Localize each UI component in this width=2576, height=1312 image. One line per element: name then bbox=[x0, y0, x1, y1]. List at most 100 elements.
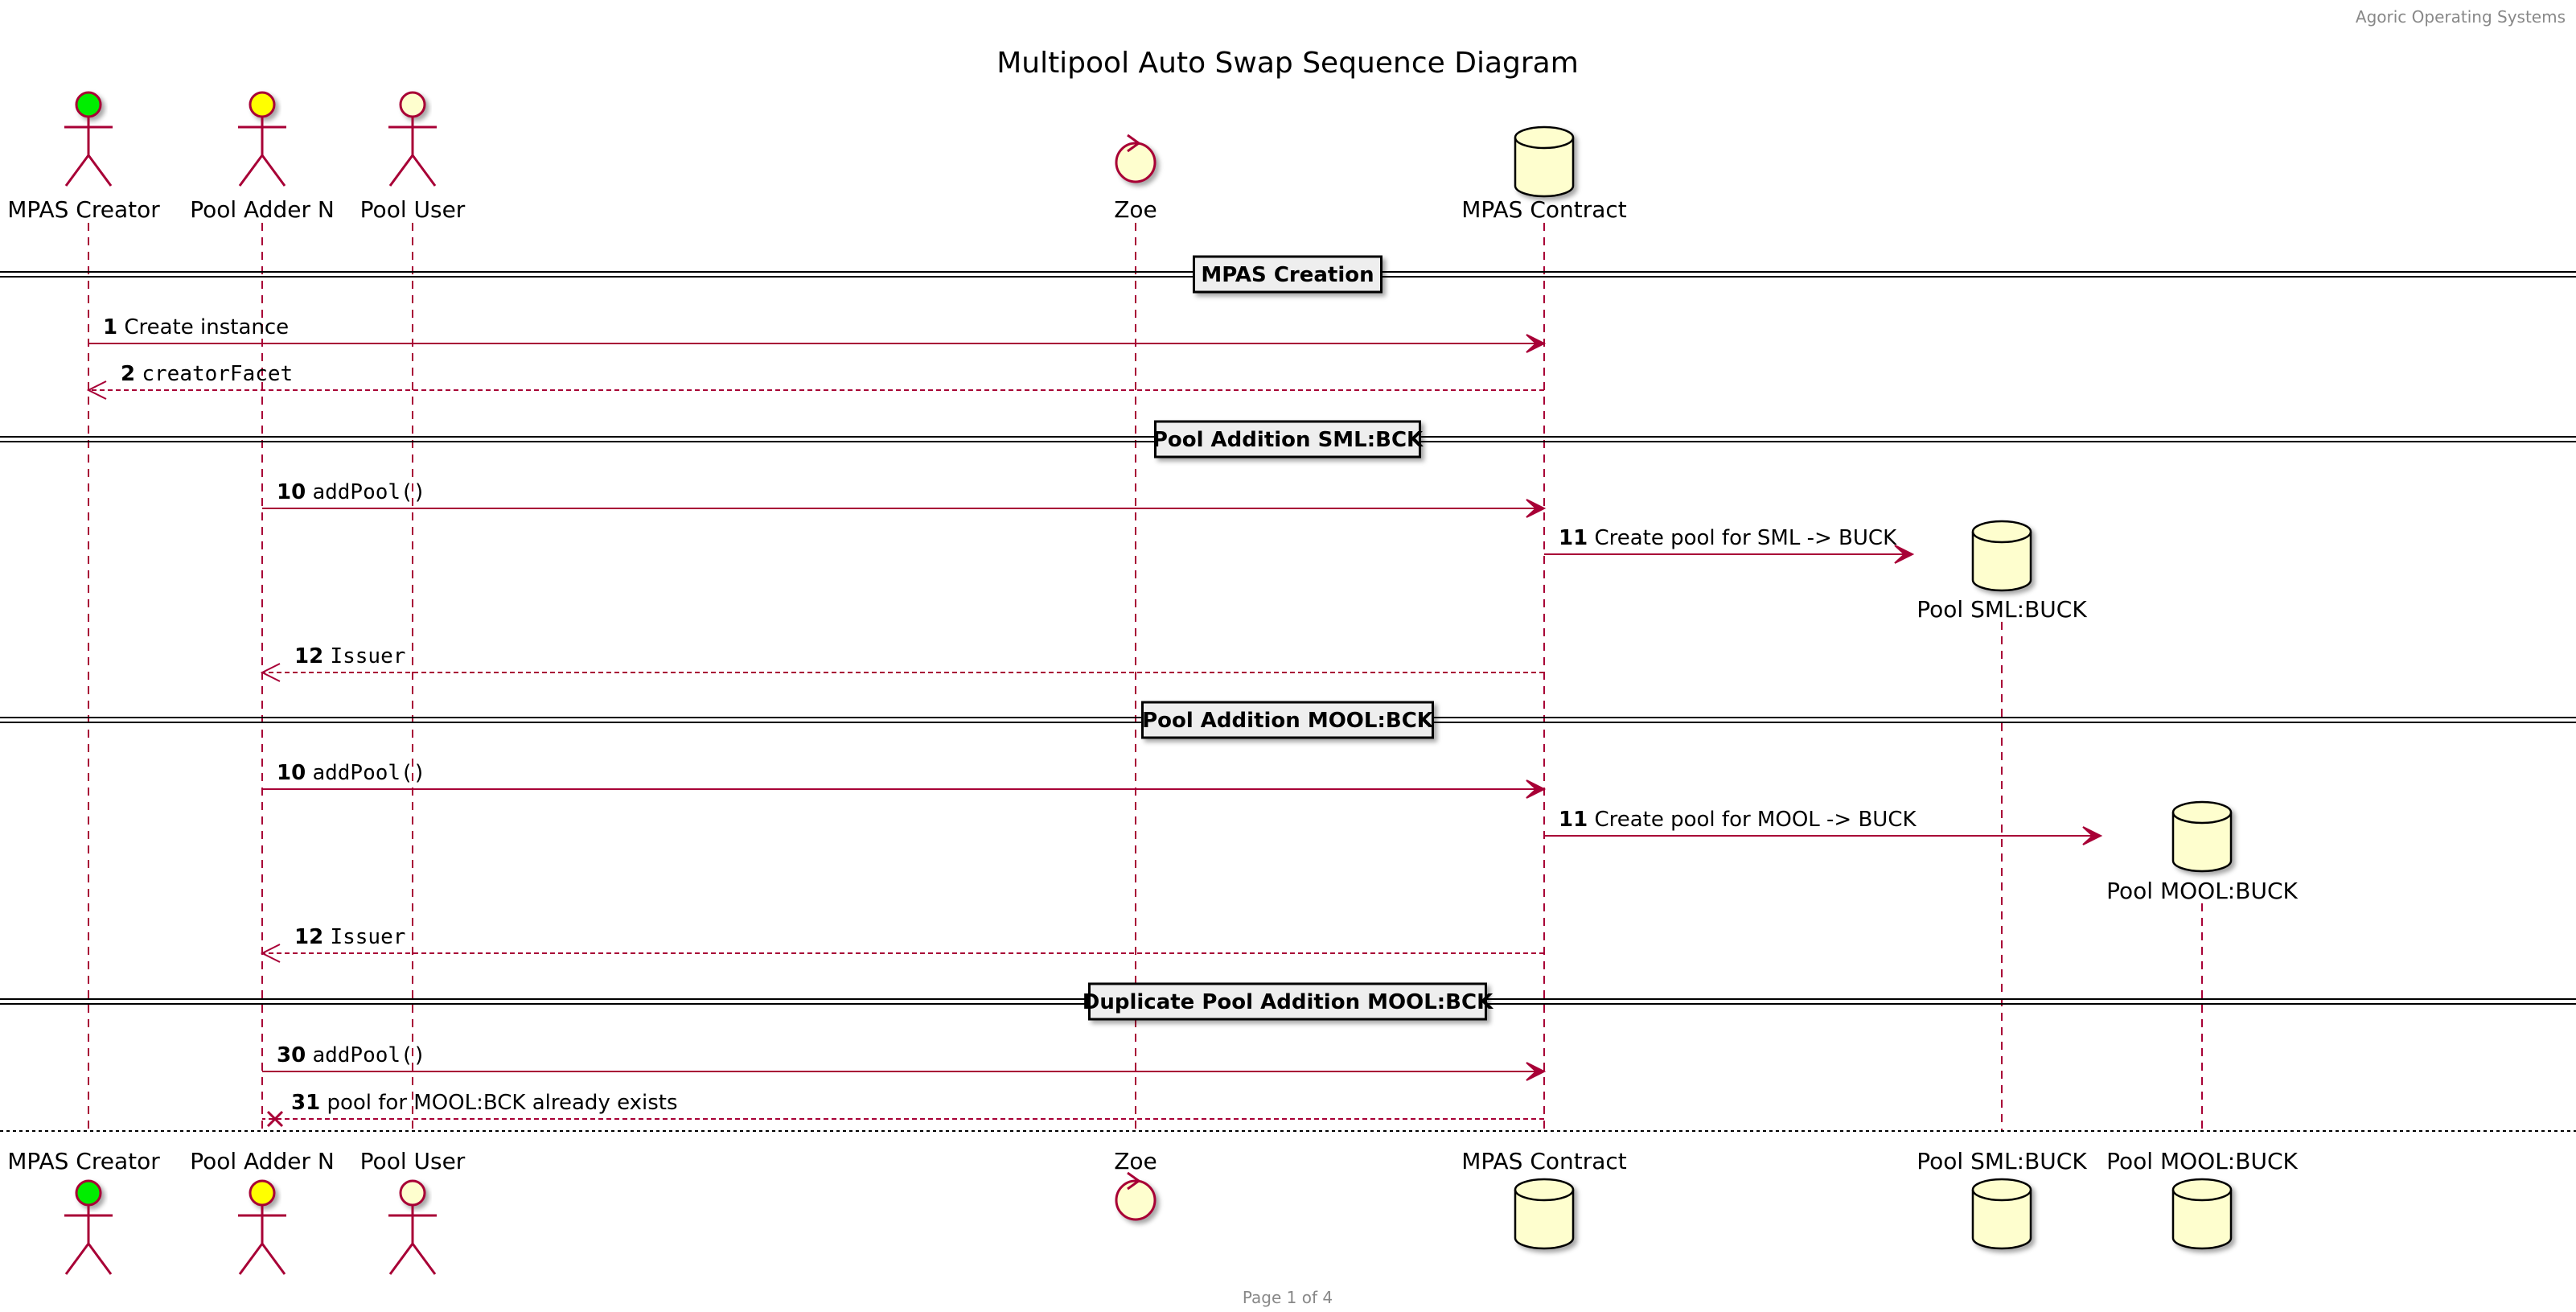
actor-head bbox=[399, 1179, 426, 1207]
message: 12 Issuer bbox=[260, 644, 1544, 682]
message-label: 10 addPool() bbox=[277, 761, 425, 785]
participant-label: Pool User bbox=[360, 196, 466, 223]
message-label: 11 Create pool for SML -> BUCK bbox=[1559, 526, 1897, 550]
divider-label: MPAS Creation bbox=[1201, 263, 1374, 287]
participant-mool-top: Pool MOOL:BUCK bbox=[2106, 800, 2298, 904]
participant-mool-bottom: Pool MOOL:BUCK bbox=[2106, 1148, 2298, 1250]
arrowhead-icon bbox=[1526, 334, 1547, 353]
arrowhead-icon bbox=[260, 944, 281, 963]
actor-body bbox=[238, 1205, 286, 1275]
message: 10 addPool() bbox=[262, 480, 1547, 518]
message: 2 creatorFacet bbox=[86, 362, 1544, 400]
arrowhead-icon bbox=[2082, 826, 2103, 845]
diagram-title: Multipool Auto Swap Sequence Diagram bbox=[996, 47, 1579, 80]
message-label: 11 Create pool for MOOL -> BUCK bbox=[1559, 808, 1917, 832]
divider-box bbox=[1193, 255, 1382, 294]
participant-label: Zoe bbox=[1114, 196, 1157, 223]
database-rim bbox=[1971, 531, 2032, 544]
participant-label: Pool MOOL:BUCK bbox=[2106, 1148, 2298, 1174]
database-rim bbox=[2171, 812, 2233, 825]
database-icon bbox=[1971, 1178, 2032, 1250]
control-circle bbox=[1115, 1179, 1157, 1221]
message-label: 2 creatorFacet bbox=[121, 362, 293, 386]
actor-head bbox=[399, 91, 426, 118]
divider-label: Duplicate Pool Addition MOOL:BCK bbox=[1083, 990, 1493, 1014]
participant-label: Pool User bbox=[360, 1148, 466, 1174]
participant-label: Pool MOOL:BUCK bbox=[2106, 878, 2298, 904]
database-body bbox=[1971, 520, 2032, 592]
database-icon bbox=[1514, 1178, 1575, 1250]
participant-label: MPAS Creator bbox=[7, 1148, 160, 1174]
participant-label: Pool SML:BUCK bbox=[1917, 1148, 2087, 1174]
database-body bbox=[1971, 1178, 2032, 1250]
actor-icon bbox=[64, 91, 113, 187]
divider-box bbox=[1088, 982, 1487, 1021]
actor-icon bbox=[388, 91, 437, 187]
database-rim bbox=[1514, 1189, 1575, 1202]
actor-head bbox=[249, 91, 276, 118]
participant-user-top: Pool User bbox=[360, 91, 466, 223]
participant-label: Zoe bbox=[1114, 1148, 1157, 1174]
message: 11 Create pool for MOOL -> BUCK bbox=[1544, 808, 2103, 845]
divider-box bbox=[1154, 420, 1421, 459]
arrowhead-icon bbox=[1526, 779, 1547, 799]
database-rim bbox=[1971, 1189, 2032, 1202]
actor-body bbox=[388, 1205, 437, 1275]
actor-icon bbox=[238, 1179, 286, 1275]
message: 30 addPool() bbox=[262, 1043, 1547, 1081]
control-arrow bbox=[1127, 1171, 1141, 1191]
actor-head bbox=[249, 1179, 276, 1207]
database-body bbox=[1514, 1178, 1575, 1250]
actor-body bbox=[64, 1205, 113, 1275]
participant-sml-top: Pool SML:BUCK bbox=[1917, 520, 2087, 623]
participant-label: Pool SML:BUCK bbox=[1917, 596, 2087, 623]
page-footer: Page 1 of 4 bbox=[1243, 1288, 1333, 1307]
arrowhead-icon bbox=[1526, 499, 1547, 518]
database-icon bbox=[1971, 520, 2032, 592]
control-icon bbox=[1115, 1171, 1157, 1221]
message-label: 12 Issuer bbox=[294, 644, 405, 668]
database-icon bbox=[2171, 800, 2233, 873]
participant-zoe-top: Zoe bbox=[1114, 134, 1157, 223]
participant-mpas-top: MPAS Contract bbox=[1461, 125, 1627, 223]
database-body bbox=[2171, 800, 2233, 873]
database-rim bbox=[2171, 1189, 2233, 1202]
participant-label: Pool Adder N bbox=[190, 196, 335, 223]
actor-body bbox=[238, 117, 286, 187]
control-circle bbox=[1115, 142, 1157, 183]
participant-creator-bottom: MPAS Creator bbox=[7, 1148, 160, 1275]
participant-label: MPAS Creator bbox=[7, 196, 160, 223]
lost-message-x-icon bbox=[266, 1110, 284, 1128]
participant-mpas-bottom: MPAS Contract bbox=[1461, 1148, 1627, 1250]
participant-adder-top: Pool Adder N bbox=[190, 91, 335, 223]
actor-icon bbox=[238, 91, 286, 187]
arrowhead-icon bbox=[1526, 1062, 1547, 1081]
divider-label: Pool Addition SML:BCK bbox=[1152, 428, 1424, 452]
actor-icon bbox=[388, 1179, 437, 1275]
participant-label: MPAS Contract bbox=[1461, 1148, 1627, 1174]
message-label: 1 Create instance bbox=[103, 315, 289, 339]
database-body bbox=[2171, 1178, 2233, 1250]
database-body bbox=[1514, 125, 1575, 198]
actor-icon bbox=[64, 1179, 113, 1275]
message-label: 10 addPool() bbox=[277, 480, 425, 504]
arrowhead-icon bbox=[86, 380, 107, 400]
participant-label: MPAS Contract bbox=[1461, 196, 1627, 223]
database-rim bbox=[1514, 137, 1575, 150]
control-arrow bbox=[1127, 134, 1141, 153]
actor-head bbox=[75, 1179, 102, 1207]
message: 31 pool for MOOL:BCK already exists bbox=[262, 1091, 1544, 1128]
lifelines bbox=[88, 223, 2203, 1130]
participant-adder-bottom: Pool Adder N bbox=[190, 1148, 335, 1275]
actor-body bbox=[388, 117, 437, 187]
participant-label: Pool Adder N bbox=[190, 1148, 335, 1174]
control-icon bbox=[1115, 134, 1157, 183]
participant-creator-top: MPAS Creator bbox=[7, 91, 160, 223]
messages: 1 Create instance 2 creatorFacet 10 addPoo… bbox=[86, 315, 2103, 1128]
database-icon bbox=[1514, 125, 1575, 198]
arrowhead-icon bbox=[260, 663, 281, 682]
message: 1 Create instance bbox=[88, 315, 1547, 353]
